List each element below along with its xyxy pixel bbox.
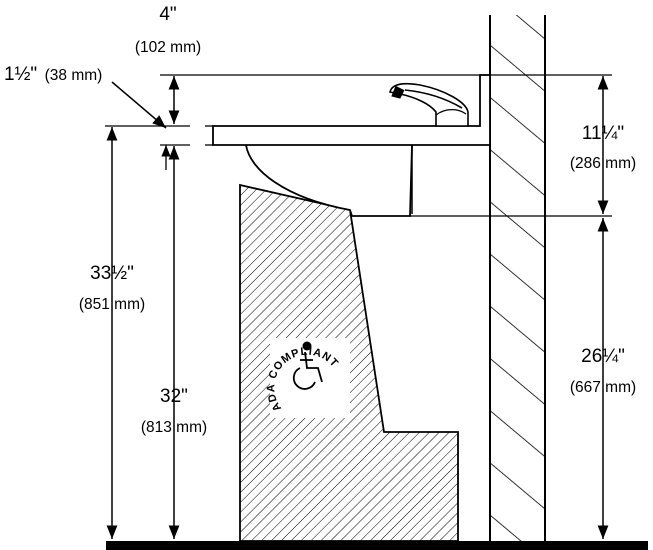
wall	[489, 15, 546, 541]
sink-depth-imperial: 11¼"	[582, 123, 624, 144]
faucet-icon	[389, 82, 469, 127]
floor	[106, 541, 648, 550]
deck-underside-metric: (813 mm)	[141, 419, 207, 436]
sink-basin	[245, 144, 413, 217]
rim-height-metric: (851 mm)	[79, 296, 145, 313]
lip-height-metric: (102 mm)	[135, 39, 201, 56]
deck-thickness-leader	[111, 81, 167, 129]
dimension-labels: 4" (102 mm) 1½" (38 mm) 11¼" (286 mm) 33…	[4, 4, 636, 436]
knee-clearance-imperial: 26¼"	[581, 346, 625, 367]
pedestal	[239, 183, 459, 542]
dimension-arrows	[106, 76, 609, 539]
deck-thickness-label: 1½" (38 mm)	[4, 64, 102, 85]
rim-height-imperial: 33½"	[90, 263, 134, 284]
wheelchair-icon	[292, 341, 323, 390]
deck-underside-imperial: 32"	[160, 386, 188, 407]
knee-clearance-metric: (667 mm)	[570, 379, 636, 396]
extension-lines	[105, 74, 612, 217]
lip-height-imperial: 4"	[159, 4, 176, 25]
sink-depth-metric: (286 mm)	[570, 155, 636, 172]
